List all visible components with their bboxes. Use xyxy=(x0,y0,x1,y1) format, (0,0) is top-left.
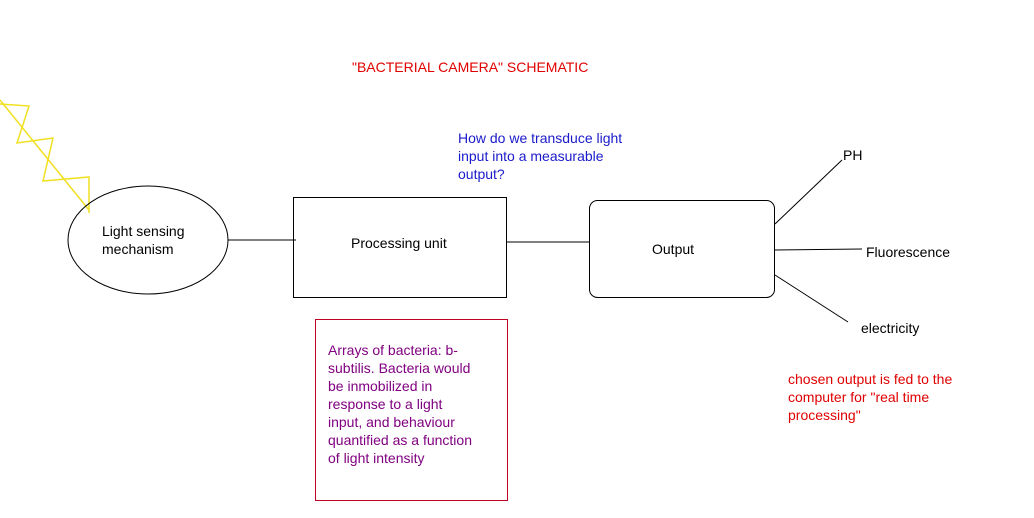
light-ray-icon xyxy=(0,99,90,213)
computer-note: chosen output is fed to the computer for… xyxy=(788,371,953,423)
question-text: How do we transduce light input into a m… xyxy=(458,130,623,182)
output-label: Output xyxy=(652,241,695,257)
output-fluorescence: Fluorescence xyxy=(866,244,951,260)
diagram-title: "BACTERIAL CAMERA" SCHEMATIC xyxy=(352,59,589,75)
bacteria-note: Arrays of bacteria: b- subtilis. Bacteri… xyxy=(328,342,472,466)
processing-label: Processing unit xyxy=(351,235,447,251)
processing-box xyxy=(293,197,507,298)
output-electricity: electricity xyxy=(861,320,920,336)
sensor-label: Light sensing mechanism xyxy=(102,223,185,257)
branch-ph xyxy=(774,159,843,225)
output-ph: PH xyxy=(843,147,863,163)
output-box xyxy=(589,200,775,298)
branch-fluorescence xyxy=(774,248,863,251)
branch-electricity xyxy=(774,274,849,323)
bacteria-note-box xyxy=(315,319,508,501)
